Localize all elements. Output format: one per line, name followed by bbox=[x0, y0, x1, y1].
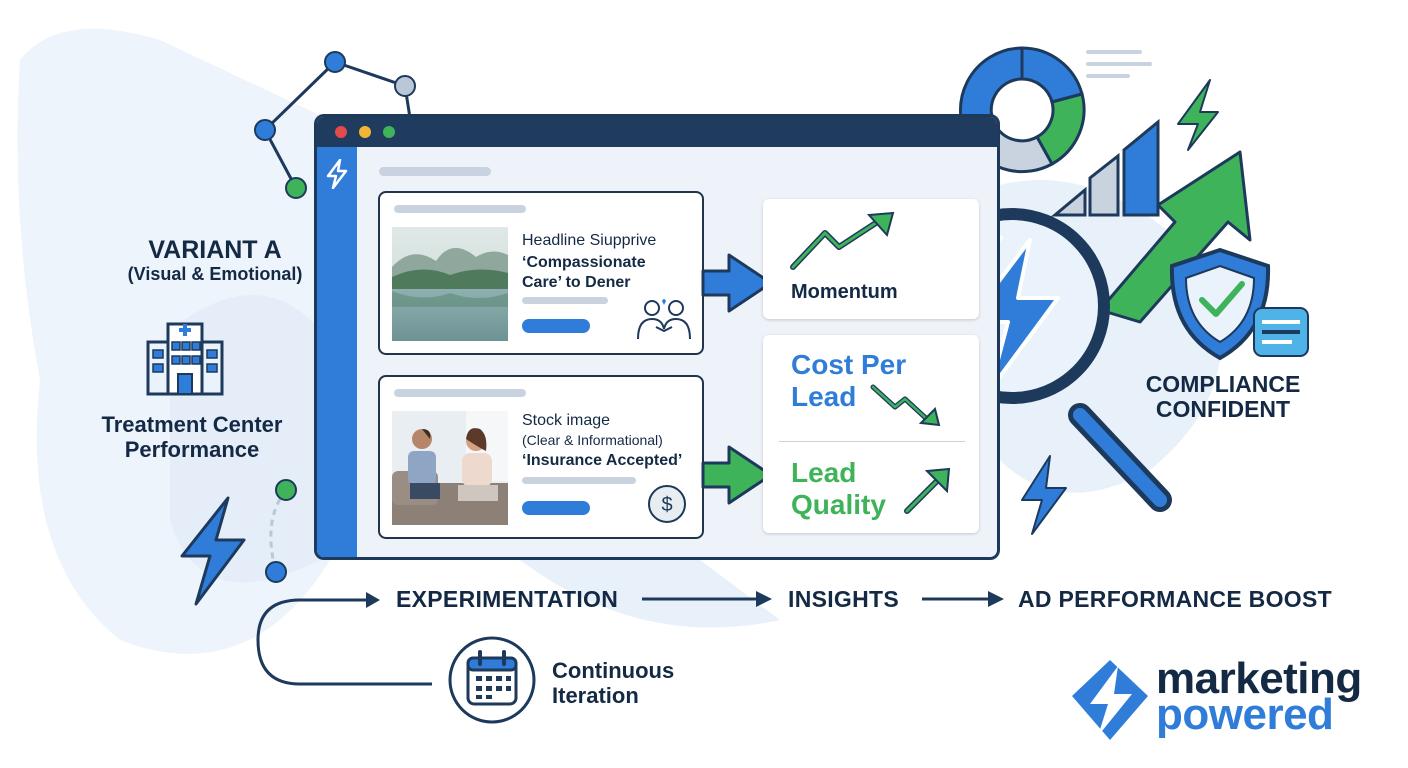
lead-quality-line1: Lead bbox=[791, 457, 857, 488]
brand-word-powered: powered bbox=[1156, 690, 1334, 739]
trend-up-icon bbox=[790, 211, 895, 270]
compliance-label: COMPLIANCE CONFIDENT bbox=[1118, 372, 1328, 422]
arrow-right-icon bbox=[701, 253, 773, 313]
card-cta-button[interactable] bbox=[522, 319, 590, 333]
variant-subtitle: (Visual & Emotional) bbox=[127, 264, 303, 284]
lightning-icon bbox=[1177, 79, 1219, 151]
caregiver-icon bbox=[637, 299, 691, 340]
continuous-iteration-line1: Continuous bbox=[552, 658, 675, 683]
left-panel-label-line1: Treatment Center bbox=[101, 412, 283, 437]
card-placeholder-bar bbox=[394, 389, 526, 397]
dollar-coin-icon: $ bbox=[648, 485, 686, 523]
background-blob bbox=[520, 560, 780, 628]
flow-arrows bbox=[701, 253, 773, 505]
card-headline-line2: ‘Compassionate bbox=[522, 254, 646, 271]
compliance-line1: COMPLIANCE bbox=[1145, 371, 1301, 397]
counseling-session-photo bbox=[392, 411, 508, 525]
metric-divider bbox=[779, 441, 965, 442]
window-minimize-dot[interactable] bbox=[359, 126, 371, 138]
ad-card[interactable]: Stock image (Clear & Informational) ‘Ins… bbox=[378, 375, 704, 539]
continuous-iteration-label: Continuous Iteration bbox=[552, 658, 674, 708]
window-maximize-dot[interactable] bbox=[383, 126, 395, 138]
svg-text:$: $ bbox=[661, 494, 672, 516]
trend-up-arrow-icon bbox=[1098, 150, 1252, 324]
continuous-iteration-line2: Iteration bbox=[552, 683, 639, 708]
lightning-icon bbox=[180, 496, 246, 606]
lead-quality-label: Lead Quality bbox=[791, 457, 886, 521]
window-sidebar bbox=[317, 147, 357, 557]
bar-chart-icon bbox=[1050, 118, 1160, 217]
brand-logo-icon bbox=[1072, 660, 1148, 740]
mountain-lake-photo bbox=[392, 227, 508, 341]
calendar-icon bbox=[448, 636, 536, 724]
trend-down-icon bbox=[870, 384, 941, 427]
left-panel-label: Treatment Center Performance bbox=[82, 412, 302, 462]
card-headline-line1: Stock image bbox=[522, 412, 611, 429]
lead-metrics-card: Cost Per Lead Lead Quality bbox=[763, 335, 979, 533]
trend-up-icon bbox=[904, 467, 951, 514]
variant-title: VARIANT A bbox=[148, 236, 282, 264]
arrow-right-icon bbox=[701, 445, 773, 505]
card-headline-line1: Headline Siupprive bbox=[522, 232, 657, 249]
header-placeholder-bar bbox=[379, 167, 491, 176]
card-headline-line2: (Clear & Informational) bbox=[522, 432, 663, 448]
browser-window: Headline Siupprive ‘Compassionate Care’ … bbox=[314, 114, 1000, 560]
momentum-label: Momentum bbox=[791, 281, 898, 303]
card-headline-line3: Care’ to Dener bbox=[522, 274, 631, 291]
card-cta-button[interactable] bbox=[522, 501, 590, 515]
momentum-card: Momentum bbox=[763, 199, 979, 319]
flow-step-insights: INSIGHTS bbox=[788, 586, 900, 612]
shield-check-icon bbox=[1169, 247, 1309, 361]
card-headline-line3: ‘Insurance Accepted’ bbox=[522, 452, 683, 469]
flow-step-experimentation: EXPERIMENTATION bbox=[396, 586, 619, 612]
card-placeholder-bar bbox=[394, 205, 526, 213]
flow-step-ad-performance-boost: AD PERFORMANCE BOOST bbox=[1018, 586, 1332, 612]
flow-arrow-icon bbox=[988, 591, 1004, 607]
cost-per-lead-line2: Lead bbox=[791, 381, 857, 412]
hospital-icon bbox=[146, 322, 224, 396]
window-close-dot[interactable] bbox=[335, 126, 347, 138]
ad-card[interactable]: Headline Siupprive ‘Compassionate Care’ … bbox=[378, 191, 704, 355]
compliance-line2: CONFIDENT bbox=[1155, 396, 1291, 422]
lightning-icon bbox=[1021, 455, 1067, 535]
document-lines-icon bbox=[1086, 50, 1152, 78]
card-placeholder-bar bbox=[522, 477, 636, 484]
brand-word-marketing: marketing bbox=[1156, 654, 1362, 703]
lightning-icon bbox=[326, 159, 348, 189]
flow-arrow-icon bbox=[756, 591, 772, 607]
iteration-loop-line bbox=[256, 598, 432, 686]
network-graph-icon bbox=[254, 51, 416, 199]
card-placeholder-bar bbox=[522, 297, 608, 304]
cost-per-lead-line1: Cost Per bbox=[791, 349, 907, 380]
connector-nodes-icon bbox=[265, 479, 297, 583]
left-panel-label-line2: Performance bbox=[124, 437, 260, 462]
cost-per-lead-label: Cost Per Lead bbox=[791, 349, 906, 413]
lead-quality-line2: Quality bbox=[791, 489, 886, 520]
window-titlebar bbox=[317, 117, 997, 147]
